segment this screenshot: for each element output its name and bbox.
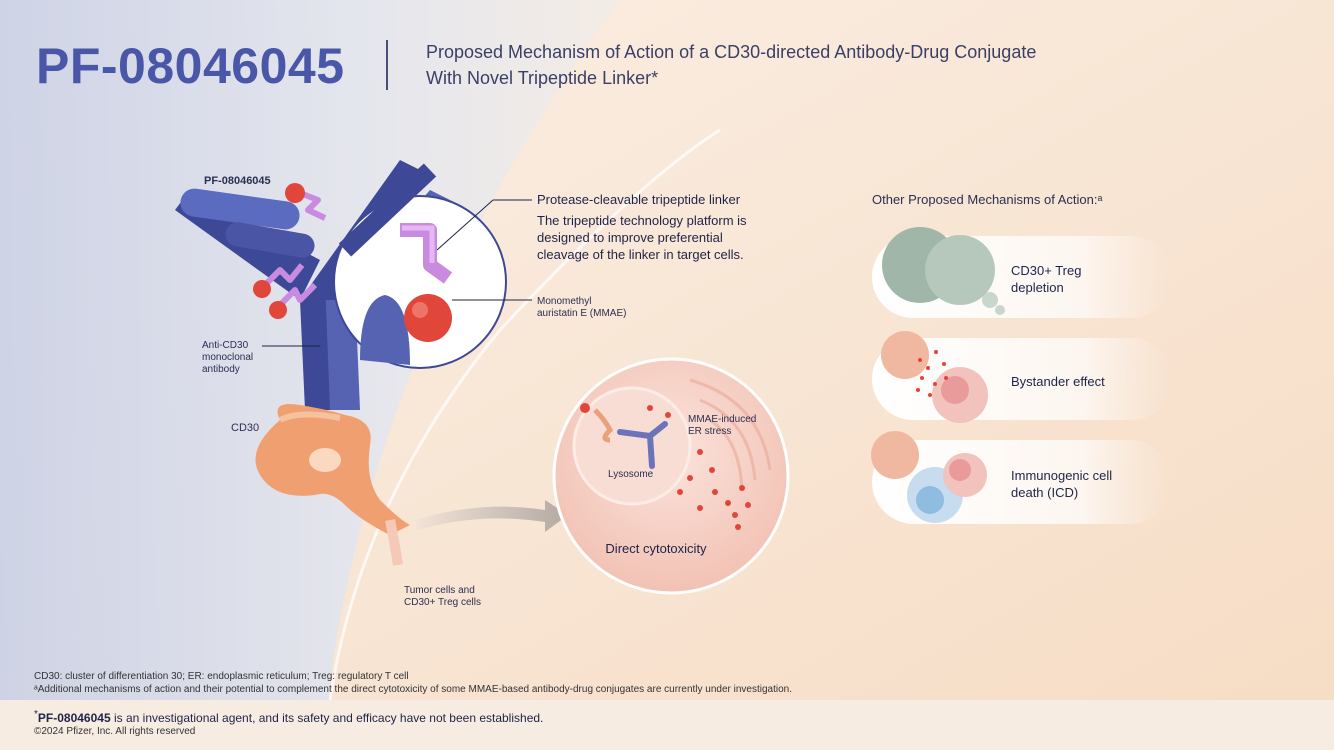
disclaimer-text: is an investigational agent, and its saf… bbox=[110, 711, 544, 725]
header: PF-08046045 Proposed Mechanism of Action… bbox=[0, 0, 1334, 110]
disclaimer-star: * bbox=[34, 709, 38, 720]
mechanism-label-treg-line-1: CD30+ Treg bbox=[1011, 263, 1082, 278]
mechanism-label-treg-line-2: depletion bbox=[1011, 280, 1064, 295]
mmae-label-line-2: auristatin E (MMAE) bbox=[537, 308, 627, 319]
antibody-label-line-3: antibody bbox=[202, 364, 240, 375]
mechanism-card-2 bbox=[872, 331, 1172, 423]
disclaimer: *PF-08046045 is an investigational agent… bbox=[34, 709, 543, 725]
abbreviations-footnote: CD30: cluster of differentiation 30; ER:… bbox=[34, 671, 409, 682]
mechanism-label-icd-line-1: Immunogenic cell bbox=[1011, 468, 1113, 483]
cd30-label: CD30 bbox=[231, 422, 260, 434]
adc-label: PF-08046045 bbox=[204, 175, 271, 187]
antibody-label-line-2: monoclonal bbox=[202, 352, 254, 363]
linker-description: The tripeptide technology platform is de… bbox=[537, 213, 747, 262]
mechanism-card-3 bbox=[871, 431, 1172, 524]
cells-label-line-2: CD30+ Treg cells bbox=[404, 597, 481, 608]
arrow-graphic bbox=[415, 500, 568, 532]
title-line-1: Proposed Mechanism of Action of a CD30-d… bbox=[426, 42, 1037, 62]
er-stress-label: MMAE-induced ER stress bbox=[688, 414, 756, 438]
cells-label: Tumor cells and CD30+ Treg cells bbox=[404, 585, 481, 609]
lysosome-label: Lysosome bbox=[608, 469, 654, 480]
er-stress-label-line-2: ER stress bbox=[688, 426, 732, 437]
page-title: Proposed Mechanism of Action of a CD30-d… bbox=[426, 39, 1146, 91]
er-stress-label-line-1: MMAE-induced bbox=[688, 414, 757, 425]
antibody-label-line-1: Anti-CD30 bbox=[202, 340, 249, 351]
linker-zoom-circle bbox=[333, 163, 507, 369]
footer bbox=[0, 700, 1334, 750]
title-line-2: With Novel Tripeptide Linker* bbox=[426, 68, 659, 88]
header-divider bbox=[386, 40, 388, 90]
disclaimer-drug: PF-08046045 bbox=[37, 711, 111, 725]
other-mechanisms-title: Other Proposed Mechanisms of Action:ᵃ bbox=[872, 192, 1103, 207]
cd30-receptor-graphic bbox=[255, 404, 410, 566]
direct-cytotoxicity-label: Direct cytotoxicity bbox=[605, 541, 707, 556]
a-footnote: ᵃAdditional mechanisms of action and the… bbox=[34, 684, 793, 695]
copyright: ©2024 Pfizer, Inc. All rights reserved bbox=[34, 726, 196, 737]
mechanism-card-1 bbox=[872, 227, 1172, 318]
mechanism-label-bystander: Bystander effect bbox=[1011, 373, 1105, 390]
mechanism-label-icd: Immunogenic cell death (ICD) bbox=[1011, 467, 1112, 501]
mmae-label: Monomethyl auristatin E (MMAE) bbox=[537, 296, 626, 320]
cells-label-line-1: Tumor cells and bbox=[404, 585, 475, 596]
antibody-label: Anti-CD30 monoclonal antibody bbox=[202, 340, 253, 376]
mechanism-label-icd-line-2: death (ICD) bbox=[1011, 485, 1079, 500]
brand-title: PF-08046045 bbox=[36, 38, 345, 94]
cytotoxicity-cell-graphic bbox=[552, 357, 790, 595]
mechanism-label-bystander-line-1: Bystander effect bbox=[1011, 374, 1105, 389]
linker-payload-graphic bbox=[253, 183, 327, 319]
linker-title: Protease-cleavable tripeptide linker bbox=[537, 192, 741, 207]
mechanism-label-treg: CD30+ Treg depletion bbox=[1011, 262, 1081, 296]
mmae-label-line-1: Monomethyl bbox=[537, 296, 592, 307]
